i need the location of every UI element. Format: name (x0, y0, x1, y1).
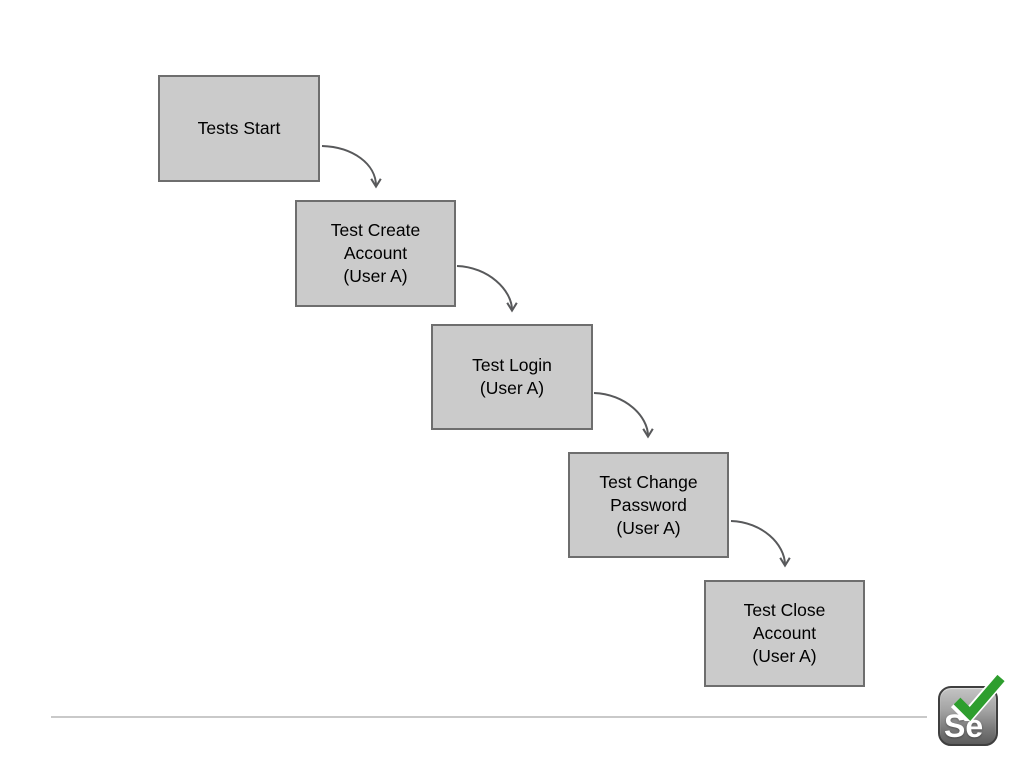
selenium-logo: Se (938, 686, 998, 746)
node-tests-start: Tests Start (158, 75, 320, 182)
selenium-logo-text: Se (944, 708, 984, 744)
flow-arrow-1 (321, 145, 382, 189)
node-label: Test Login (User A) (472, 355, 552, 398)
node-label: Test Create Account (User A) (330, 220, 421, 286)
node-label: Test Close Account (User A) (743, 600, 826, 666)
node-test-close-account: Test Close Account (User A) (704, 580, 865, 687)
node-test-login: Test Login (User A) (431, 324, 593, 430)
footer-divider (51, 716, 927, 718)
flow-arrow-3 (593, 392, 654, 439)
node-test-create-account: Test Create Account (User A) (295, 200, 456, 307)
node-label: Tests Start (197, 118, 281, 138)
node-label: Test Change Password (User A) (599, 471, 698, 538)
flow-arrow-2 (456, 265, 518, 313)
flow-arrow-4 (730, 520, 791, 568)
node-test-change-password: Test Change Password (User A) (568, 452, 729, 558)
